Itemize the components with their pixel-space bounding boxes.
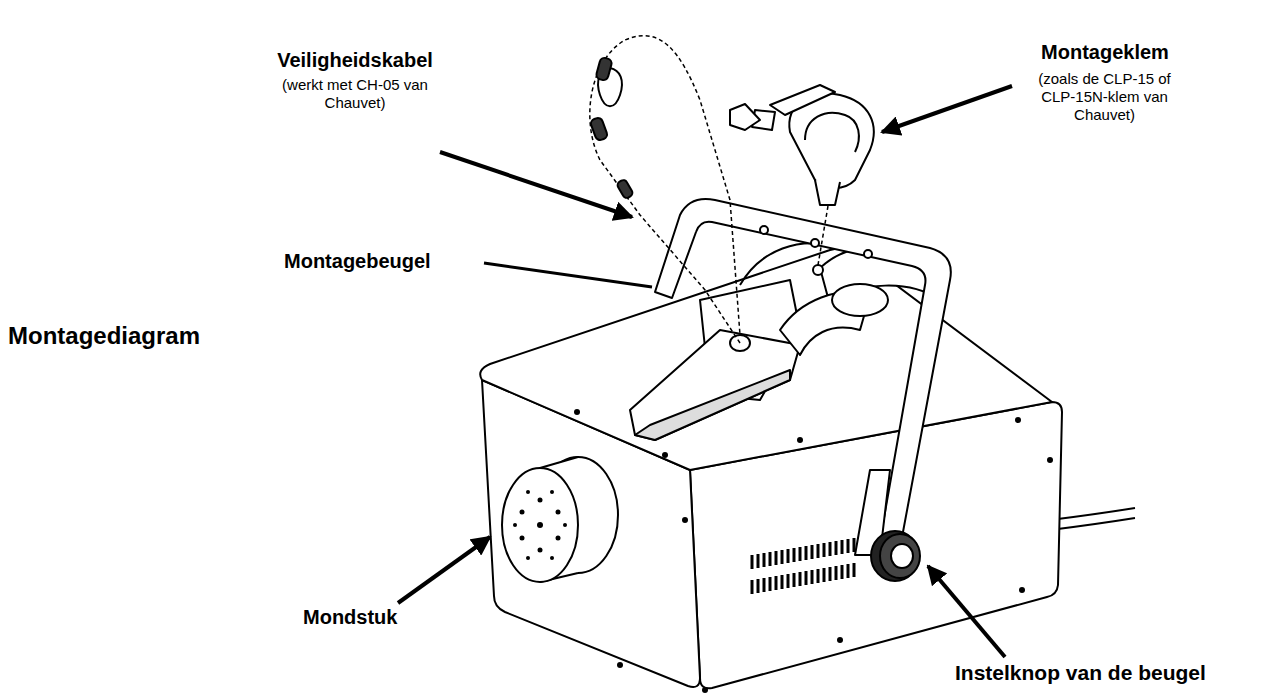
diagram-title: Montagediagram bbox=[8, 322, 268, 351]
part-label: Montageklem bbox=[1000, 40, 1210, 64]
part-label: Veiligheidskabel bbox=[255, 48, 455, 72]
part-note: (zoals de CLP-15 of CLP-15N-klem van Cha… bbox=[1022, 70, 1187, 124]
part-label: Montagebeugel bbox=[284, 249, 484, 273]
part-label: Mondstuk bbox=[303, 605, 463, 629]
part-note: (werkt met CH-05 van Chauvet) bbox=[265, 76, 445, 112]
part-label: Instelknop van de beugel bbox=[955, 660, 1267, 685]
